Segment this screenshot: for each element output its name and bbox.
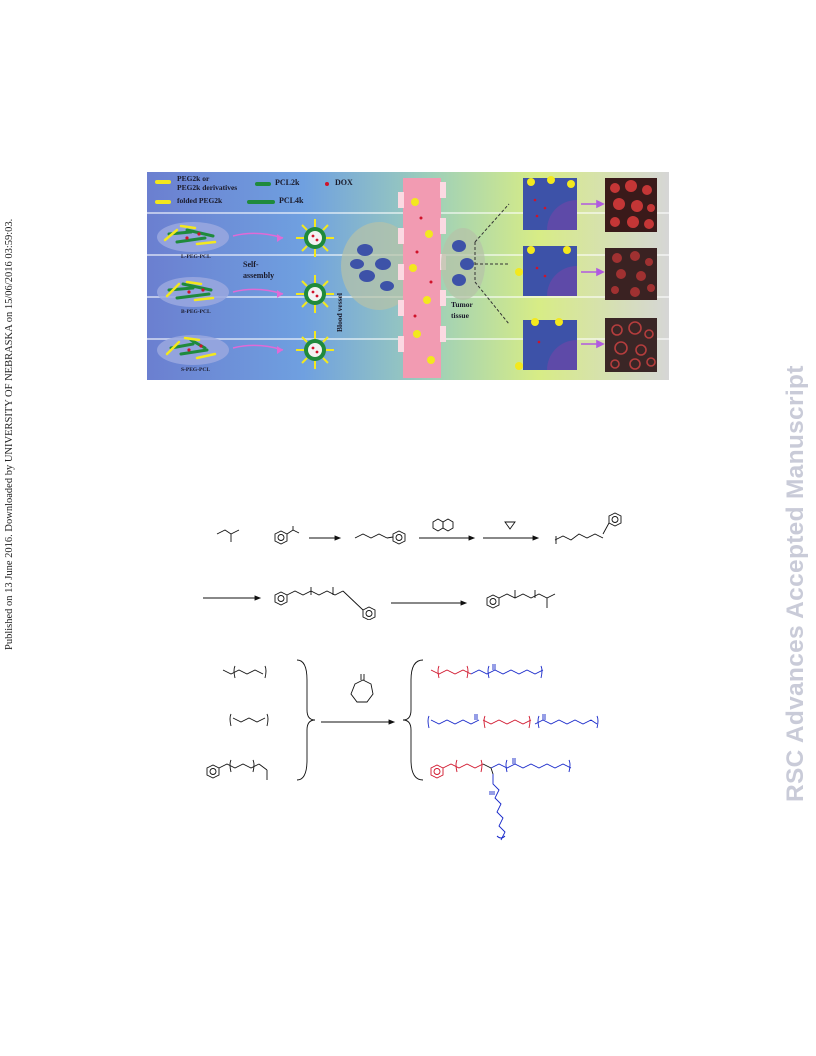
cell-panel-3	[515, 318, 577, 370]
micelle-1	[296, 219, 334, 257]
polymer-blob-s	[157, 335, 229, 365]
synthesis-scheme-2	[206, 659, 599, 841]
cell-panel-2	[515, 246, 577, 296]
microscopy-panel-3	[605, 318, 657, 372]
label-assembly: assembly	[243, 271, 275, 280]
figure-artwork	[147, 176, 669, 378]
polymer-blob-b	[157, 277, 229, 307]
label-l-peg-pcl: L-PEG-PCL	[181, 254, 211, 260]
legend-folded-peg: folded PEG2k	[177, 196, 223, 205]
label-self: Self-	[243, 260, 259, 269]
polymer-blob-l	[157, 222, 229, 252]
micelle-3	[296, 331, 334, 369]
legend-pcl2k: PCL2k	[275, 178, 300, 187]
label-s-peg-pcl: S-PEG-PCL	[181, 367, 211, 373]
micelle-2	[296, 275, 334, 313]
legend-peg-derivatives: PEG2k derivatives	[177, 183, 238, 192]
legend-pcl4k: PCL4k	[279, 196, 304, 205]
legend-peg: PEG2k or	[177, 174, 210, 183]
label-b-peg-pcl: B-PEG-PCL	[181, 309, 211, 315]
microscopy-panel-1	[605, 178, 657, 232]
publication-stamp: Published on 13 June 2016. Downloaded by…	[4, 218, 15, 650]
synthesis-scheme-1	[203, 512, 622, 620]
graphical-abstract-figure: PEG2k or PEG2k derivatives folded PEG2k …	[147, 172, 669, 380]
label-blood-vessel: Blood vessel	[335, 293, 344, 332]
label-tumor: Tumor	[451, 300, 473, 309]
legend-dox: DOX	[335, 178, 353, 187]
label-tissue: tissue	[451, 311, 469, 320]
cell-panel-1	[523, 176, 577, 230]
accepted-manuscript-watermark: RSC Advances Accepted Manuscript	[782, 365, 809, 802]
microscopy-panel-2	[605, 248, 657, 300]
